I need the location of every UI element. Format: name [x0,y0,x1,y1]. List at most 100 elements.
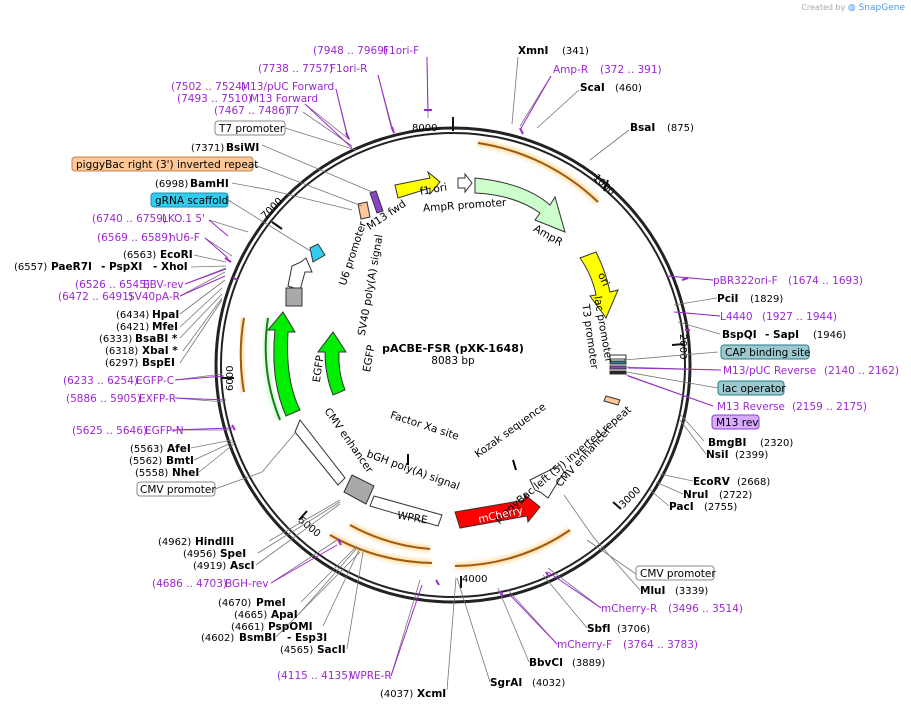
label-ecorv: EcoRV [693,476,731,488]
label-mfei-pos: (6421) [116,322,149,333]
tick-5000 [298,510,308,521]
label-hindiii: HindIII [195,536,234,548]
label-l4440: L4440 [720,311,753,323]
label-bsai-pos: (875) [667,123,694,134]
outer-labels: XmnI (341) Amp-R (372 .. 391) ScaI (460)… [14,45,899,700]
label-sapi: - SapI [765,329,799,341]
label-bspei: BspEI [142,357,175,369]
label-pbr322ori-f: pBR322ori-F [713,275,778,287]
label-m13-fwd: M13 fwd [365,198,409,233]
label-m13puc: M13/pUC Forward [241,81,334,93]
label-sgrai: SgrAI [490,677,522,689]
tick-label-3000: 3000 [618,485,644,511]
label-pcii: PciI [717,293,738,305]
label-pbr322ori-f-pos: (1674 .. 1693) [788,275,863,287]
label-sbfi-pos: (3706) [617,624,650,635]
label-xcmi: XcmI [417,688,446,700]
label-hindiii-pos: (4962) [158,537,191,548]
label-bspqi: BspQI [722,329,757,341]
box-cmv-right [635,565,715,581]
label-egfpc: EGFP-C [136,375,174,387]
label-paci-pos: (2755) [704,502,737,513]
label-l4440-pos: (1927 .. 1944) [762,311,837,323]
label-bmgbi: BmgBI [708,437,746,449]
label-esp3i: - Esp3I [287,632,327,644]
tick-label-4000: 4000 [462,574,487,585]
label-f1ori-f-pos: (7948 .. 7969) [313,45,388,57]
label-scai: ScaI [580,82,605,94]
label-bbvci-pos: (3889) [572,658,605,669]
label-bgh: bGH poly(A) signal [365,448,461,493]
label-scai-pos: (460) [615,83,642,94]
label-bmti-pos: (5562) [129,456,162,467]
primer-markers [224,109,690,597]
label-pcii-pos: (1829) [750,294,783,305]
label-sacii-pos: (4565) [280,645,313,656]
feature-ampr-promoter [457,172,473,194]
label-mcherry-f-pos: (3764 .. 3783) [623,639,698,651]
label-hu6-pos: (6569 .. 6589) [97,232,172,244]
label-bgh-pos: (4686 .. 4703) [152,578,227,590]
box-cap [720,344,810,360]
tick-label-6000: 6000 [225,366,236,391]
feature-ori [579,251,619,320]
label-xbai: XbaI * [142,345,178,357]
label-bsai: BsaI [630,122,655,134]
label-hpai-pos: (6434) [116,310,149,321]
label-m13puc-reverse-pos: (2140 .. 2162) [824,365,899,377]
plasmid-name: pACBE-FSR (pXK-1648) [382,342,524,355]
label-bspqi-pos: (1946) [813,330,846,341]
label-sacii: SacII [317,644,346,656]
label-bsmbi-pos: (4602) [201,633,234,644]
label-nhei-pos: (5558) [135,468,168,479]
feature-bgh [343,474,375,505]
snapgene-logo-icon: ◍ SnapGene [847,3,905,13]
feature-pb-left [603,395,621,406]
label-mcherry-r: mCherry-R [601,603,657,615]
credit-text: Created by [801,3,846,12]
leader-lines [172,56,722,691]
feature-cmv-enhancer-r [529,464,565,499]
boxed-labels [71,120,810,581]
label-f1ori-f: F1ori-F [383,45,419,57]
label-kozak: Kozak sequence [473,401,549,461]
label-pspxi: - PspXI [101,261,142,273]
label-spei-pos: (4956) [183,549,216,560]
label-bsabi: BsaBI * [135,333,178,345]
label-egfpn-pos: (5625 .. 5646) [72,425,147,437]
label-lko: LKO.1 5' [162,213,205,225]
feature-ampr [474,177,566,233]
feature-cap [609,360,627,365]
plasmid-size: 8083 bp [431,355,475,367]
label-wprer-pos: (4115 .. 4135) [277,670,352,682]
feature-u6-promoter [287,257,313,291]
label-pspomi: PspOMI [268,621,313,633]
label-f1ori-r: F1ori-R [330,63,367,75]
label-bsiwi: BsiWI [226,142,259,154]
label-t7-pos: (7467 .. 7486) [214,105,289,117]
tick-marks [222,117,685,588]
label-nhei: NheI [172,467,199,479]
arc-bottom2-glow [348,521,431,553]
arc-top [477,142,599,203]
label-exfp: EXFP-R [139,393,176,405]
label-amp-r: Amp-R [553,64,588,76]
feature-grna [309,243,326,263]
label-m13f: M13 Forward [250,93,318,105]
label-hpai: HpaI [152,309,179,321]
label-amp-r-pos: (372 .. 391) [600,64,662,76]
tick-3000 [612,501,622,510]
feature-mcherry [454,492,541,529]
box-m13rev [711,414,760,430]
label-apai-pos: (4665) [234,610,267,621]
label-bgh: BGH-rev [225,578,269,590]
label-pmei: PmeI [256,597,286,609]
label-t7: T7 [285,105,299,117]
tick-label-8000: 8000 [412,123,437,134]
label-nsii-pos: (2399) [735,450,768,461]
label-nrui-pos: (2722) [719,490,752,501]
label-ampr-promoter: AmpR promoter [423,197,508,215]
label-grna: gRNA scaffold [155,195,228,207]
label-egfp-inner: EGFP [361,344,378,373]
